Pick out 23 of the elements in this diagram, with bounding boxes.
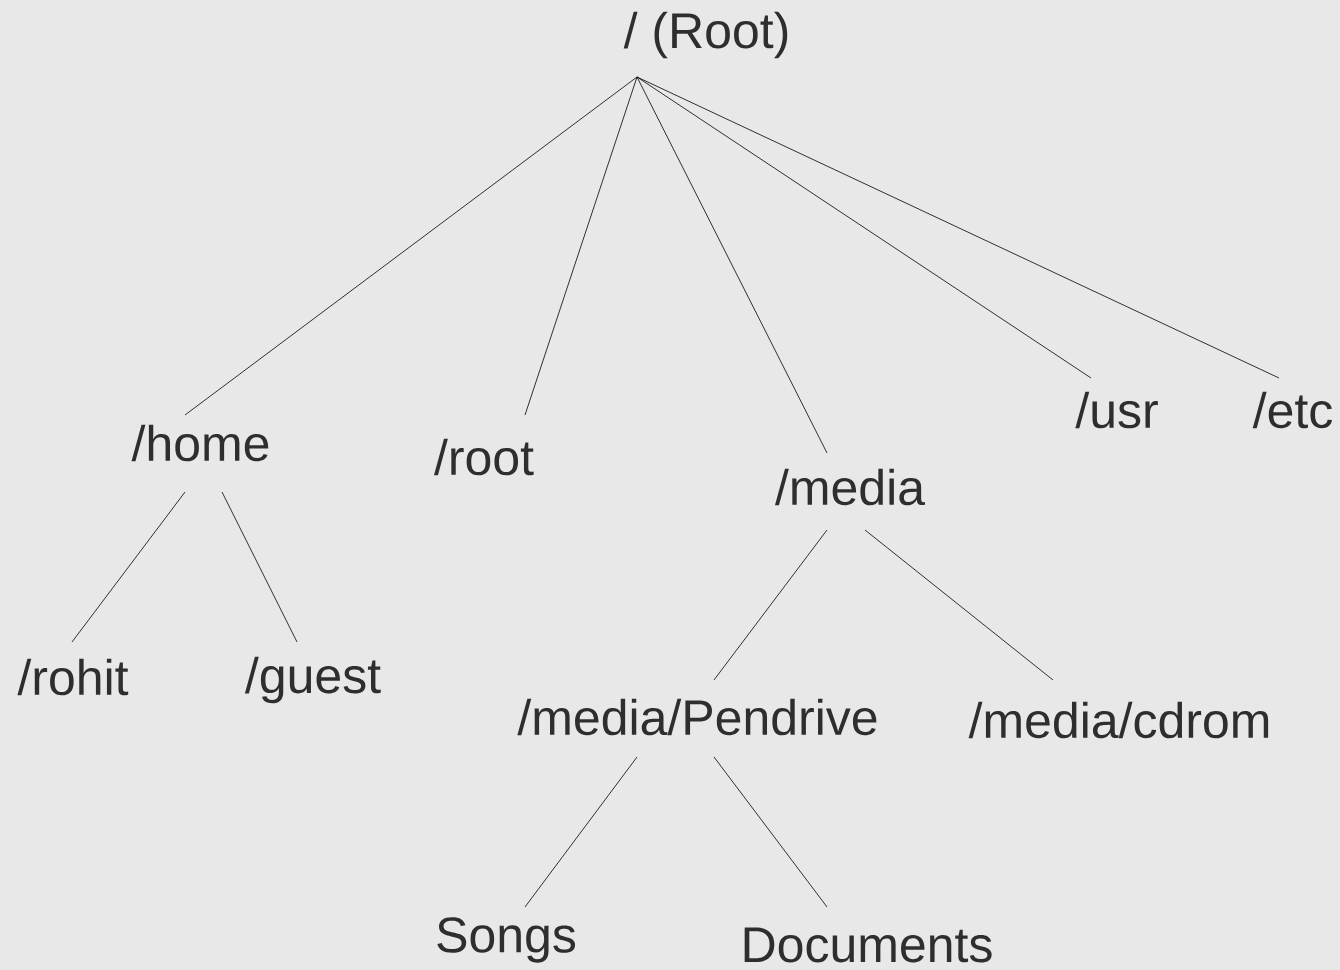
connector-line — [184, 76, 638, 416]
directory-label: /media — [774, 468, 926, 506]
directory-label: Documents — [744, 927, 992, 963]
connector-line — [636, 76, 828, 454]
directory-label: /rohit — [17, 658, 129, 696]
directory-label: Songs — [437, 917, 576, 963]
connector-line — [524, 756, 638, 908]
directory-label: /media/Pendrive — [517, 698, 877, 736]
connector-line — [71, 491, 186, 643]
directory-label: /home — [131, 424, 269, 462]
connector-line — [864, 529, 1054, 681]
directory-label: /guest — [244, 656, 381, 704]
directory-label: /etc — [1252, 391, 1332, 429]
connector-line — [713, 756, 828, 908]
directory-label: /media/cdrom — [968, 701, 1269, 739]
connector-line — [713, 529, 828, 681]
connector-line — [524, 76, 638, 416]
directory-label: /usr — [1075, 391, 1158, 429]
connector-line — [221, 491, 298, 643]
directory-label: /root — [434, 438, 534, 476]
connector-line — [636, 76, 1280, 379]
directory-label: / (Root) — [623, 11, 788, 59]
connector-line — [636, 76, 1092, 379]
